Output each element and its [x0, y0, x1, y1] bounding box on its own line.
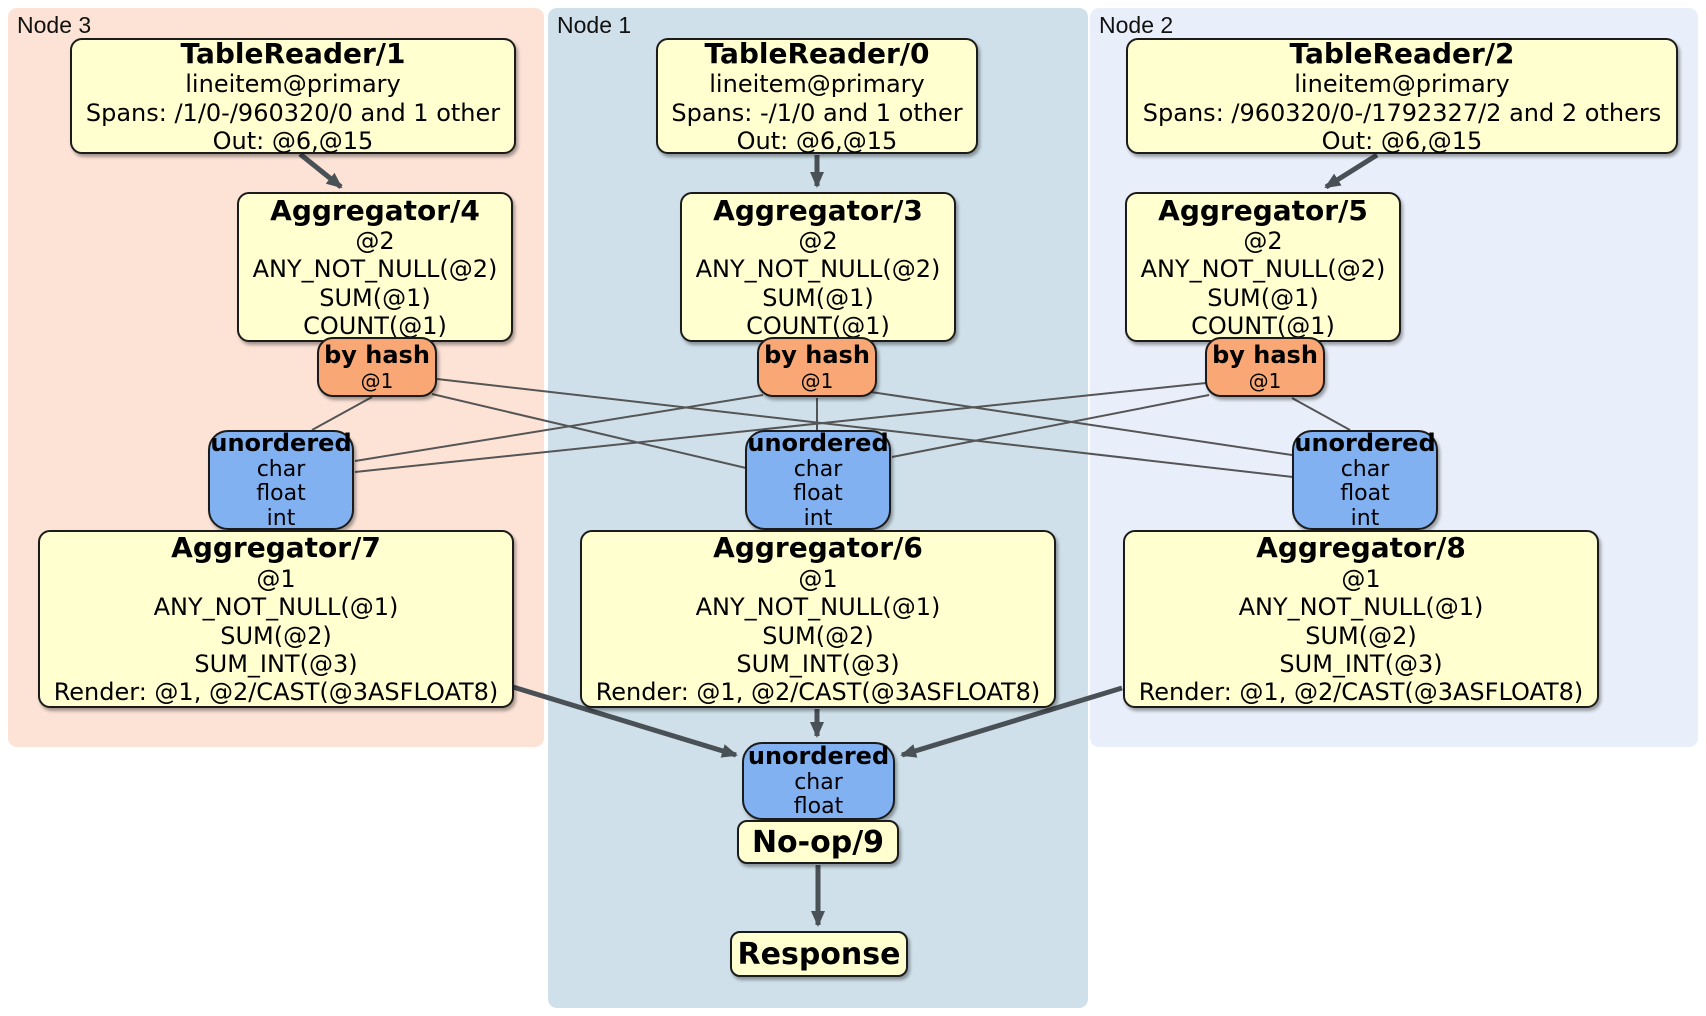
processor-title: Aggregator/7 [171, 531, 381, 565]
processor-detail: ANY_NOT_NULL(@1) [695, 593, 941, 622]
sync-type: char [793, 457, 843, 483]
processor-detail: ANY_NOT_NULL(@2) [695, 255, 941, 284]
processor-detail: ANY_NOT_NULL(@2) [252, 255, 498, 284]
processor-detail: SUM(@2) [762, 621, 874, 650]
router-title: by hash [764, 341, 870, 370]
processor-detail: lineitem@primary [1294, 70, 1510, 99]
processor-aggregator-8: Aggregator/8 @1 ANY_NOT_NULL(@1) SUM(@2)… [1123, 530, 1599, 708]
processor-detail: @1 [798, 565, 838, 594]
processor-title: Response [737, 936, 901, 972]
processor-title: Aggregator/4 [270, 193, 480, 227]
processor-detail: lineitem@primary [185, 70, 401, 99]
processor-detail: SUM(@2) [1305, 621, 1417, 650]
sync-type: int [803, 505, 833, 531]
processor-detail: COUNT(@1) [1191, 312, 1335, 341]
processor-detail: SUM(@1) [319, 283, 431, 312]
processor-detail: COUNT(@1) [746, 312, 890, 341]
processor-detail: @1 [256, 565, 296, 594]
router-detail: @1 [1248, 368, 1282, 393]
processor-detail: SUM(@1) [762, 283, 874, 312]
processor-detail: Out: @6,@15 [736, 126, 898, 155]
router-by-hash-5: by hash @1 [1205, 337, 1325, 397]
processor-detail: Render: @1, @2/CAST(@3ASFLOAT8) [595, 678, 1041, 707]
processor-title: TableReader/1 [180, 36, 406, 70]
processor-detail: @1 [1341, 565, 1381, 594]
processor-detail: SUM(@1) [1207, 283, 1319, 312]
processor-detail: SUM(@2) [220, 621, 332, 650]
sync-unordered-7: unordered char float int [208, 429, 354, 531]
thick-flow-arrows [298, 152, 1379, 927]
processor-detail: SUM_INT(@3) [1279, 649, 1443, 678]
processor-detail: ANY_NOT_NULL(@1) [153, 593, 399, 622]
processor-aggregator-4: Aggregator/4 @2 ANY_NOT_NULL(@2) SUM(@1)… [237, 192, 513, 342]
router-by-hash-4: by hash @1 [317, 337, 437, 397]
processor-title: Aggregator/5 [1158, 193, 1368, 227]
processor-detail: Render: @1, @2/CAST(@3ASFLOAT8) [1138, 678, 1584, 707]
sync-title: unordered [747, 742, 890, 771]
processor-detail: Out: @6,@15 [212, 126, 374, 155]
processor-aggregator-3: Aggregator/3 @2 ANY_NOT_NULL(@2) SUM(@1)… [680, 192, 956, 342]
processor-title: Aggregator/6 [713, 531, 923, 565]
processor-tablereader-1: TableReader/1 lineitem@primary Spans: /1… [70, 36, 516, 155]
processor-title: TableReader/0 [704, 36, 930, 70]
processor-noop-9: No-op/9 [737, 820, 899, 864]
processor-detail: Spans: /1/0-/960320/0 and 1 other [85, 98, 501, 127]
processor-tablereader-2: TableReader/2 lineitem@primary Spans: /9… [1126, 36, 1678, 155]
node-group-2-label: Node 2 [1099, 12, 1174, 38]
sync-type: float [793, 794, 844, 820]
sync-type: float [793, 481, 843, 507]
processor-title: TableReader/2 [1289, 36, 1515, 70]
router-detail: @1 [800, 368, 834, 393]
processor-aggregator-5: Aggregator/5 @2 ANY_NOT_NULL(@2) SUM(@1)… [1125, 192, 1401, 342]
processor-aggregator-7: Aggregator/7 @1 ANY_NOT_NULL(@1) SUM(@2)… [38, 530, 514, 708]
processor-title: Aggregator/8 [1256, 531, 1466, 565]
sync-type: int [1350, 505, 1380, 531]
processor-detail: @2 [355, 227, 395, 256]
sync-unordered-9: unordered char float [742, 742, 895, 820]
router-title: by hash [1212, 341, 1318, 370]
processor-detail: @2 [798, 227, 838, 256]
processor-detail: SUM_INT(@3) [736, 649, 900, 678]
sync-type: float [1340, 481, 1390, 507]
sync-title: unordered [1294, 429, 1436, 458]
sync-title: unordered [747, 429, 889, 458]
processor-detail: SUM_INT(@3) [194, 649, 358, 678]
sync-type: char [1340, 457, 1390, 483]
processor-detail: COUNT(@1) [303, 312, 447, 341]
sync-type: int [266, 505, 296, 531]
processor-tablereader-0: TableReader/0 lineitem@primary Spans: -/… [656, 36, 978, 155]
sync-type: float [256, 481, 306, 507]
processor-aggregator-6: Aggregator/6 @1 ANY_NOT_NULL(@1) SUM(@2)… [580, 530, 1056, 708]
processor-detail: ANY_NOT_NULL(@1) [1238, 593, 1484, 622]
processor-detail: Out: @6,@15 [1321, 126, 1483, 155]
router-by-hash-3: by hash @1 [757, 337, 877, 397]
sync-title: unordered [210, 429, 352, 458]
node-group-1-label: Node 1 [557, 12, 632, 38]
processor-detail: @2 [1243, 227, 1283, 256]
sync-unordered-8: unordered char float int [1292, 429, 1438, 531]
processor-detail: Render: @1, @2/CAST(@3ASFLOAT8) [53, 678, 499, 707]
router-detail: @1 [360, 368, 394, 393]
processor-detail: lineitem@primary [709, 70, 925, 99]
processor-detail: ANY_NOT_NULL(@2) [1140, 255, 1386, 284]
sync-type: char [794, 770, 843, 796]
processor-title: No-op/9 [751, 824, 885, 860]
sync-unordered-6: unordered char float int [745, 429, 891, 531]
sync-type: char [256, 457, 306, 483]
processor-detail: Spans: -/1/0 and 1 other [671, 98, 963, 127]
processor-detail: Spans: /960320/0-/1792327/2 and 2 others [1142, 98, 1662, 127]
node-group-3-label: Node 3 [17, 12, 92, 38]
router-title: by hash [324, 341, 430, 370]
processor-title: Aggregator/3 [713, 193, 923, 227]
processor-response: Response [730, 931, 908, 977]
hash-router-mesh-lines [311, 378, 1351, 478]
